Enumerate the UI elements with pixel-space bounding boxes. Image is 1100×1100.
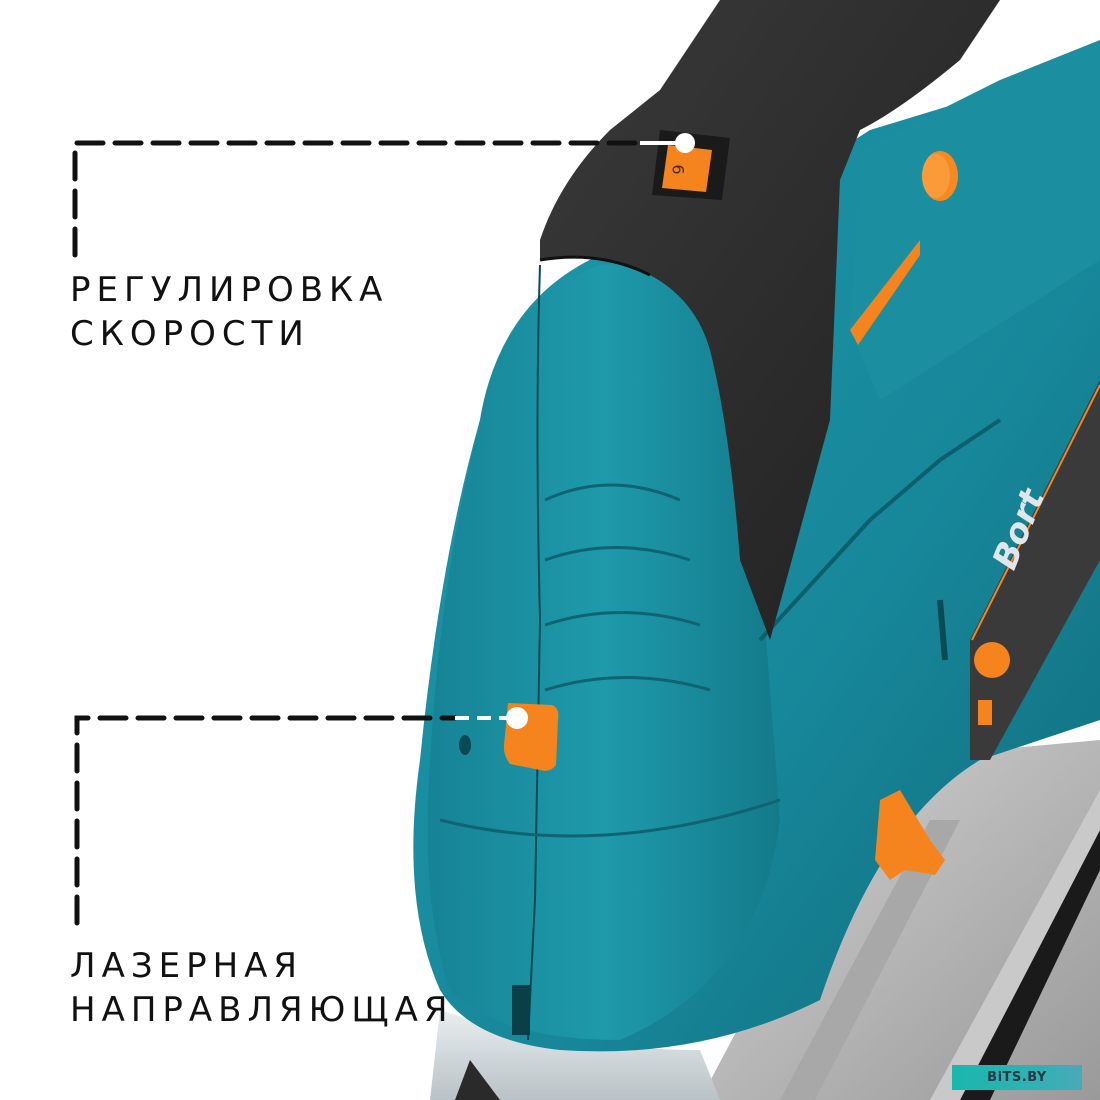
side-panel (850, 40, 1100, 400)
laser-callout-line (74, 707, 528, 926)
laser-guide-label-line1: ЛАЗЕРНАЯ (70, 946, 304, 986)
brand-plate (970, 380, 1100, 760)
speed-control-label: РЕГУЛИРОВКА СКОРОСТИ (70, 268, 388, 356)
speed-callout-dot (675, 133, 695, 153)
base-shoe (700, 740, 1100, 1100)
speed-control-label-line2: СКОРОСТИ (70, 314, 310, 354)
tool-handle (539, 0, 1000, 640)
speed-control-label-line1: РЕГУЛИРОВКА (70, 270, 389, 310)
blade-lever (875, 700, 992, 880)
watermark-badge: BiTS.BY (952, 1065, 1082, 1090)
speed-callout-line (72, 133, 695, 258)
speed-dial-value: 6 (668, 164, 688, 175)
laser-guide-label: ЛАЗЕРНАЯ НАПРАВЛЯЮЩАЯ (70, 944, 453, 1032)
laser-guide-label-line2: НАПРАВЛЯЮЩАЯ (70, 990, 454, 1030)
speed-dial (652, 130, 730, 200)
laser-callout-dot (506, 707, 528, 729)
